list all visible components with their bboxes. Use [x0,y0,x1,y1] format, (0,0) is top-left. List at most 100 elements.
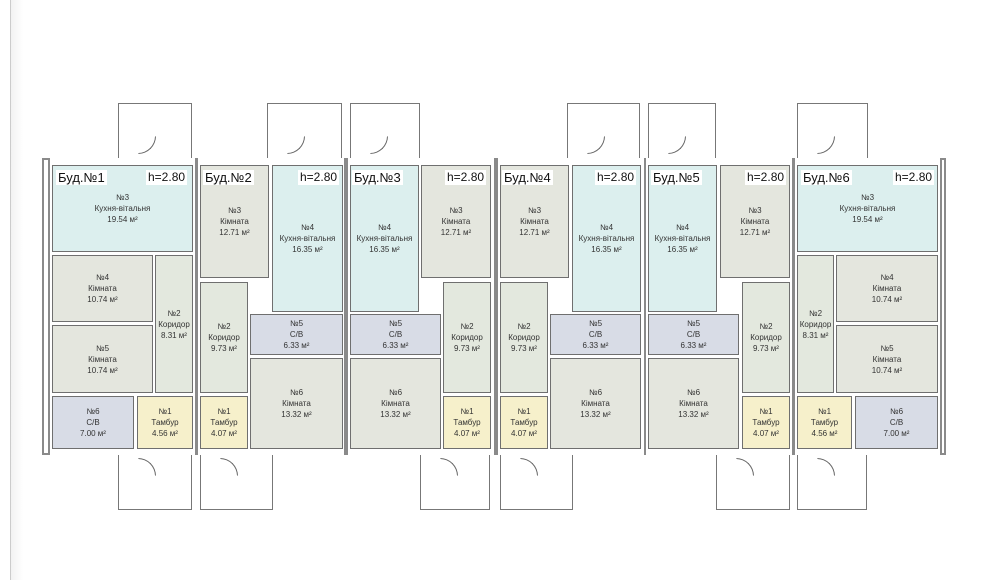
room-num: №5 [880,343,894,353]
room-num: №2 [217,322,231,331]
porch-bottom [118,454,192,510]
room-name: Кімната [872,284,902,293]
room-area: 19.54 м² [107,215,138,224]
room-area: 12.71 м² [519,228,550,237]
room-area: 10.74 м² [87,365,118,375]
room-area: 9.73 м² [454,344,480,353]
balcony-top [350,103,420,159]
room-area: 4.07 м² [454,429,480,438]
room-area: 12.71 м² [739,228,771,237]
room-num: №5 [289,319,304,328]
room-area: 12.71 м² [440,228,472,237]
room-num: №2 [808,308,823,318]
room-area: 4.07 м² [511,429,537,438]
balcony-top [267,103,342,159]
room-name: Коридор [158,319,190,329]
ceiling-height: h=2.80 [595,170,637,185]
room-name: Кухня-вітальня [654,234,711,243]
room-num: №3 [748,206,762,215]
building-label: Буд.№4 [502,170,553,185]
room-area: 7.00 м² [80,429,106,438]
room-num: №6 [686,388,701,397]
room-name: С/В [388,330,403,339]
room-name: Кімната [581,399,610,408]
room-area: 13.32 м² [380,410,411,419]
room-num: №1 [217,407,231,416]
room-num: №1 [817,407,832,416]
balcony-top [567,103,640,159]
room-area: 6.33 м² [382,341,409,350]
balcony-top [648,103,716,159]
room-name: Кухня-вітальня [356,234,413,243]
room-name: Коридор [508,333,540,342]
room-name: Кімната [441,217,471,226]
room-num: №2 [167,308,181,318]
room-area: 16.35 м² [667,245,698,254]
room-num: №4 [377,223,392,232]
room-name: Тамбур [210,418,238,427]
room-area: 6.33 м² [283,341,310,350]
building-label: Буд.№1 [56,170,107,185]
room-name: С/В [289,330,304,339]
room-area: 13.32 м² [580,410,611,419]
room-area: 19.54 м² [852,215,883,224]
ceiling-height: h=2.80 [745,170,787,185]
room-num: №4 [599,223,614,232]
room-num: №6 [889,407,904,416]
room-num: №2 [759,322,773,331]
room-num: №5 [388,319,403,328]
room-num: №3 [527,206,542,215]
ceiling-height: h=2.80 [298,170,340,185]
room-name: Тамбур [453,418,481,427]
room-name: Кімната [88,354,117,364]
room-area: 16.35 м² [369,245,400,254]
room-num: №3 [449,206,463,215]
room-name: Тамбур [510,418,538,427]
building-label: Буд.№5 [651,170,702,185]
room-name: Тамбур [151,418,179,427]
ceiling-height: h=2.80 [893,170,935,185]
room-area: 9.73 м² [753,344,779,353]
room-name: Коридор [451,333,483,342]
room-num: №2 [460,322,474,331]
balcony-top [118,103,192,159]
room-name: Кімната [679,399,708,408]
room-num: №4 [675,223,690,232]
room-name: Кімната [282,399,311,408]
room-name: Коридор [799,319,832,329]
room-area: 4.56 м² [152,429,178,438]
room-name: С/В [686,330,701,339]
room-area: 10.74 м² [871,295,903,304]
room-num: №4 [300,223,315,232]
